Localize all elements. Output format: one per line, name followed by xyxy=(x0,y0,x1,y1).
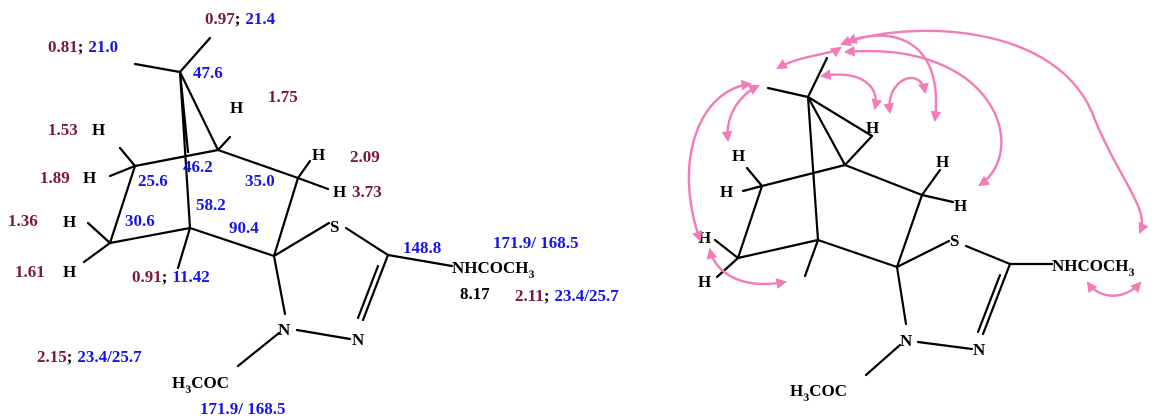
shift-c582: 58.2 xyxy=(196,195,226,214)
shift-c1-methyl: 0.97;21.4 xyxy=(205,9,276,28)
shift-h7: 1.61 xyxy=(15,262,45,281)
right-bonds xyxy=(713,56,1054,377)
shift-h5: 3.73 xyxy=(352,182,382,201)
right-h-atom-c3b: H xyxy=(954,196,967,215)
shift-h6: 1.36 xyxy=(8,211,38,230)
shift-c2-methyl: 0.81;21.0 xyxy=(48,37,118,56)
right-h-atom-c6b: H xyxy=(698,272,711,291)
left-structure: S N N NHCOCH3 H3COC H H H H H H H 0.97;2… xyxy=(8,9,619,418)
shift-h3: 2.09 xyxy=(350,147,380,166)
right-structure: S N N NHCOCH3 H3COC H H H H H H H xyxy=(687,29,1149,404)
left-h-atom-c3b: H xyxy=(333,182,346,201)
left-nmr-values: 0.97;21.4 0.81;21.0 47.6 1.75 1.53 2.09 … xyxy=(8,9,619,418)
right-nhcoch3-group: NHCOCH3 xyxy=(1052,256,1135,279)
shift-acetyl-n: 2.15;23.4/25.7 xyxy=(37,347,142,366)
noe-arrow-8 xyxy=(687,79,753,243)
right-sulfur-atom: S xyxy=(950,231,959,250)
shift-c306: 30.6 xyxy=(125,211,155,230)
left-h-atom-c5b: H xyxy=(83,168,96,187)
shift-c46: 46.2 xyxy=(183,157,213,176)
shift-h1: 1.75 xyxy=(268,87,298,106)
shift-carbonyl-n: 171.9/ 168.5 xyxy=(200,399,285,418)
noe-arrow-9 xyxy=(706,247,788,289)
noe-arrow-3 xyxy=(843,45,1003,187)
right-nitrogen-atom-1: N xyxy=(900,331,913,350)
shift-carbonyl-nh: 171.9/ 168.5 xyxy=(493,233,578,252)
left-h3coc-group: H3COC xyxy=(172,373,229,396)
left-sulfur-atom: S xyxy=(330,217,339,236)
shift-c256: 25.6 xyxy=(138,171,168,190)
shift-h4: 1.89 xyxy=(40,168,70,187)
left-nitrogen-atom-2: N xyxy=(352,330,365,349)
left-h-atom-c3a: H xyxy=(312,145,325,164)
noe-arrow-7 xyxy=(721,84,760,143)
left-bonds xyxy=(82,36,454,368)
shift-nh: 8.17 xyxy=(460,284,490,303)
right-atom-labels: S N N NHCOCH3 H3COC H H H H H H H xyxy=(698,118,1135,404)
noe-arrow-1 xyxy=(839,29,1149,234)
right-h-atom-c5a: H xyxy=(732,146,745,165)
shift-acetyl-nh: 2.11;23.4/25.7 xyxy=(515,286,619,305)
shift-c350: 35.0 xyxy=(245,171,275,190)
noe-arrow-2 xyxy=(846,33,942,123)
shift-c7: 47.6 xyxy=(193,63,223,82)
right-h3coc-group: H3COC xyxy=(790,381,847,404)
shift-c904: 90.4 xyxy=(229,218,259,237)
left-nitrogen-atom-1: N xyxy=(278,320,291,339)
right-h-atom-bridge: H xyxy=(866,118,879,137)
right-nitrogen-atom-2: N xyxy=(973,340,986,359)
right-h-atom-c5b: H xyxy=(720,182,733,201)
shift-c1488: 148.8 xyxy=(403,238,441,257)
noe-correlation-arrows xyxy=(687,29,1149,297)
shift-bridgehead-methyl: 0.91;11.42 xyxy=(132,267,210,286)
noe-arrow-5 xyxy=(819,69,883,111)
left-nhcoch3-group: NHCOCH3 xyxy=(452,258,535,281)
noe-arrow-10 xyxy=(1086,281,1142,297)
noe-arrow-4 xyxy=(776,46,842,70)
right-h-atom-c3a: H xyxy=(936,152,949,171)
left-h-atom-bridge: H xyxy=(230,98,243,117)
left-h-atom-c6b: H xyxy=(63,262,76,281)
left-h-atom-c6a: H xyxy=(63,212,76,231)
shift-h2: 1.53 xyxy=(48,120,78,139)
noe-arrow-6 xyxy=(883,76,929,115)
left-h-atom-c5a: H xyxy=(92,120,105,139)
left-atom-labels: S N N NHCOCH3 H3COC H H H H H H H xyxy=(63,98,535,396)
